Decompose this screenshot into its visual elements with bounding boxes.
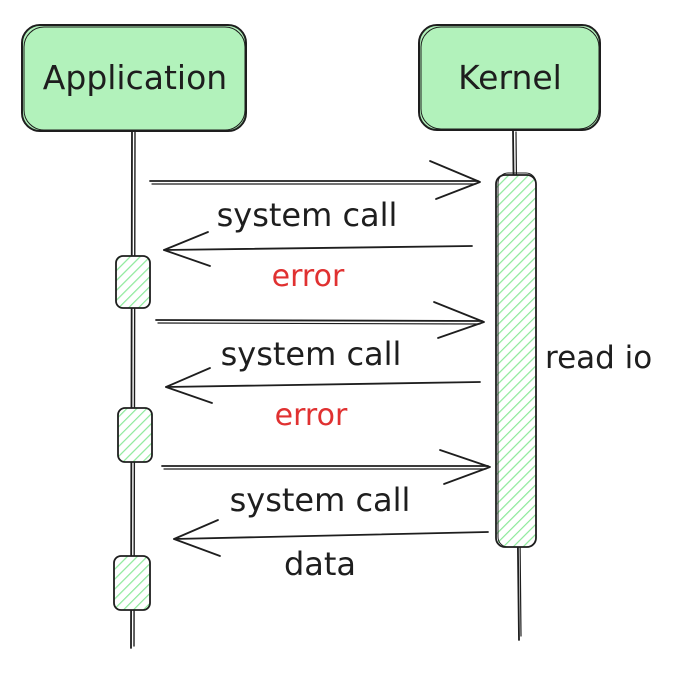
kernel-participant-label: Kernel bbox=[458, 58, 562, 97]
application-activation-bar-3 bbox=[113, 555, 151, 611]
kernel-activation-bar bbox=[495, 172, 537, 548]
data-return-arrow bbox=[173, 519, 489, 557]
system-call-arrow-2 bbox=[155, 301, 485, 339]
application-activation-bar-1 bbox=[115, 255, 151, 309]
system-call-label-1: system call bbox=[217, 196, 398, 234]
application-participant-box: Application bbox=[21, 24, 247, 132]
system-call-label-2: system call bbox=[221, 335, 402, 373]
error-return-arrow-1 bbox=[163, 231, 473, 267]
error-return-arrow-2 bbox=[165, 367, 481, 404]
application-activation-bar-2 bbox=[117, 407, 153, 463]
data-label: data bbox=[284, 545, 356, 583]
system-call-label-3: system call bbox=[230, 481, 411, 519]
kernel-participant-box: Kernel bbox=[418, 24, 601, 131]
application-participant-label: Application bbox=[43, 58, 227, 97]
system-call-arrow-3 bbox=[161, 449, 491, 485]
system-call-arrow-1 bbox=[149, 160, 481, 200]
error-label-1: error bbox=[272, 259, 345, 294]
error-label-2: error bbox=[275, 398, 348, 433]
read-io-label: read io bbox=[545, 340, 652, 376]
